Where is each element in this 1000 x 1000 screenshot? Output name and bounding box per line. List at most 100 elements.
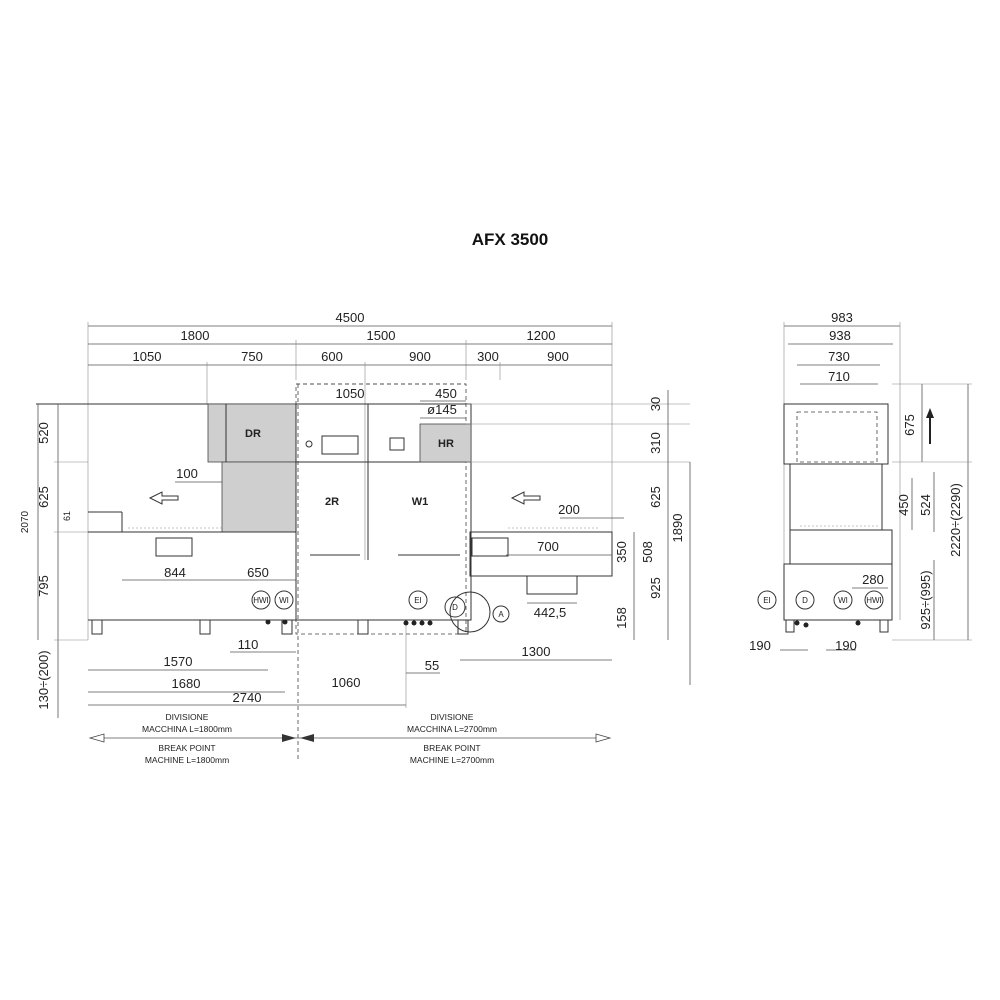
control-panel — [321, 435, 359, 455]
side-conn-dot-2 — [803, 622, 809, 628]
conn-dot-wi — [282, 619, 288, 625]
conn-dot-4 — [427, 620, 433, 626]
a-circle-icon — [492, 605, 510, 623]
leg-2 — [199, 619, 211, 635]
side-hood-inner — [796, 411, 878, 463]
dim-110: 110 — [238, 637, 259, 652]
connection-wi: WI — [274, 590, 294, 610]
wi-label: WI — [279, 596, 289, 605]
break-arrow-left-icon — [88, 733, 105, 743]
label-2r: 2R — [325, 496, 339, 508]
break-left-2: MACCHINA L=1800mm — [142, 724, 232, 734]
arrow-left-infeed-icon — [510, 491, 541, 505]
conn-dot-hwi — [265, 619, 271, 625]
ei-label: EI — [414, 596, 422, 605]
side-view: 983 938 730 710 675 450 524 2220÷(2290) … — [749, 310, 972, 653]
dim-625-left: 625 — [36, 486, 51, 508]
leg-3 — [281, 619, 293, 635]
connection-hwi: HWI — [251, 590, 271, 610]
detail-circle-icon — [449, 591, 491, 633]
dim-310: 310 — [648, 432, 663, 454]
dim-1800: 1800 — [181, 328, 210, 343]
dim-795: 795 — [36, 575, 51, 597]
wi-circle-icon — [274, 590, 294, 610]
break-arrow-right-icon — [595, 733, 612, 743]
a-label: A — [498, 610, 504, 619]
d-label: D — [452, 603, 458, 612]
dim-1500: 1500 — [367, 328, 396, 343]
dim-710: 710 — [828, 369, 850, 384]
conn-dot-3 — [419, 620, 425, 626]
dim-938: 938 — [829, 328, 851, 343]
dim-508: 508 — [640, 541, 655, 563]
drain-box — [526, 575, 578, 595]
conn-dot-2 — [411, 620, 417, 626]
ei-circle-icon — [408, 590, 428, 610]
dim-280: 280 — [862, 572, 884, 587]
dim-2070: 2070 — [20, 510, 31, 533]
dim-2740: 2740 — [233, 690, 262, 705]
dim-61: 61 — [62, 511, 72, 521]
dim-844: 844 — [164, 565, 186, 580]
dim-925-side: 925÷(995) — [918, 570, 933, 629]
dim-983: 983 — [831, 310, 853, 325]
dim-625-right: 625 — [648, 486, 663, 508]
side-wi-label: WI — [838, 596, 848, 605]
dim-350: 350 — [614, 541, 629, 563]
dim-1200: 1200 — [527, 328, 556, 343]
side-connection-ei: EI — [757, 590, 777, 610]
side-hwi-label: HWI — [866, 596, 882, 605]
side-connection-hwi: HWI — [864, 590, 884, 610]
infeed-panel — [471, 537, 509, 557]
side-ei-label: EI — [763, 596, 771, 605]
conn-dot-1 — [403, 620, 409, 626]
dim-130-200: 130÷(200) — [36, 650, 51, 709]
side-conn-dot-1 — [794, 620, 800, 626]
side-connection-wi: WI — [833, 590, 853, 610]
dim-200: 200 — [558, 502, 580, 517]
leg-1 — [91, 619, 103, 635]
dim-600: 600 — [321, 349, 343, 364]
label-hr: HR — [438, 438, 454, 450]
leg-4 — [357, 619, 369, 635]
dim-1300: 1300 — [522, 644, 551, 659]
dim-650: 650 — [247, 565, 269, 580]
break-left-3: BREAK POINT — [158, 743, 215, 753]
leg-5 — [457, 619, 469, 635]
side-ei-circle-icon — [757, 590, 777, 610]
d-circle-icon — [444, 596, 466, 618]
dim-442-5: 442,5 — [534, 605, 567, 620]
dim-30: 30 — [648, 397, 663, 411]
dim-900-a: 900 — [409, 349, 431, 364]
side-panel — [789, 529, 893, 565]
dim-750: 750 — [241, 349, 263, 364]
break-left-4: MACHINE L=1800mm — [145, 755, 229, 765]
break-right-1: DIVISIONE — [431, 712, 474, 722]
switch-icon — [389, 437, 405, 451]
dim-100: 100 — [176, 466, 198, 481]
dim-190-b: 190 — [835, 638, 857, 653]
zone-dr — [207, 403, 297, 463]
connection-ei: EI — [408, 590, 428, 610]
dim-158: 158 — [614, 607, 629, 629]
dim-190-a: 190 — [749, 638, 771, 653]
connection-d: D — [444, 591, 491, 633]
label-dr: DR — [245, 428, 261, 440]
power-icon — [305, 440, 313, 448]
side-connection-d: D — [795, 590, 815, 610]
side-wi-circle-icon — [833, 590, 853, 610]
side-base — [783, 563, 893, 621]
dim-900-b: 900 — [547, 349, 569, 364]
dim-1890: 1890 — [670, 514, 685, 543]
dim-675: 675 — [902, 414, 917, 436]
dim-730: 730 — [828, 349, 850, 364]
side-tunnel — [789, 463, 883, 531]
dim-700: 700 — [537, 539, 559, 554]
drawing-title: AFX 3500 — [472, 230, 549, 249]
dim-4500: 4500 — [336, 310, 365, 325]
side-d-circle-icon — [795, 590, 815, 610]
side-conn-dot-3 — [855, 620, 861, 626]
break-frame — [295, 383, 467, 635]
break-right-2: MACCHINA L=2700mm — [407, 724, 497, 734]
